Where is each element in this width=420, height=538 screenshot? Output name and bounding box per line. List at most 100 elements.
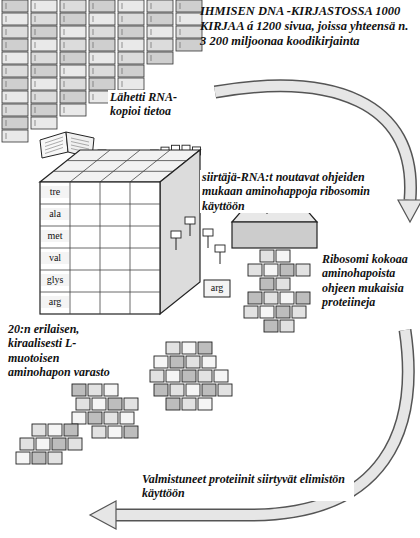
protein-block — [214, 370, 228, 382]
book — [2, 0, 28, 12]
book-text-line — [71, 145, 89, 149]
book-text-line — [45, 141, 63, 147]
protein-block — [150, 370, 164, 382]
storage-grid — [40, 226, 160, 227]
protein-block — [32, 452, 46, 464]
book — [118, 65, 144, 77]
ribosome-body — [232, 222, 317, 248]
book-spine — [6, 55, 7, 61]
protein-block — [48, 452, 62, 464]
book-spine — [64, 94, 65, 100]
protein-block — [276, 250, 290, 262]
storage-grid — [40, 204, 160, 205]
book — [31, 78, 57, 90]
protein-block — [276, 278, 290, 290]
book — [147, 13, 173, 25]
storage-side — [160, 150, 200, 314]
protein-block — [166, 342, 180, 354]
book — [118, 39, 144, 51]
protein-block — [260, 278, 274, 290]
protein-block — [36, 438, 50, 450]
protein-block — [296, 292, 310, 304]
book-spine — [6, 68, 7, 74]
book — [2, 52, 28, 64]
book-spine — [6, 29, 7, 35]
book-spine — [93, 3, 94, 9]
trna-flag — [215, 245, 225, 252]
book-spine — [64, 81, 65, 87]
protein-block — [88, 412, 102, 424]
book — [31, 26, 57, 38]
book — [89, 39, 115, 51]
return-arrow — [116, 330, 408, 515]
protein-block — [154, 384, 168, 396]
protein-block — [170, 384, 184, 396]
cycle-arrow-head — [398, 200, 420, 222]
book — [147, 52, 173, 64]
storage-grid — [40, 292, 160, 293]
book-spine — [122, 42, 123, 48]
block-label: arg — [205, 282, 229, 294]
trna-stick — [208, 236, 209, 248]
protein-block — [124, 398, 138, 410]
book-spine — [93, 55, 94, 61]
book — [60, 39, 86, 51]
book-spine — [35, 107, 36, 113]
compartment-label: glys — [41, 274, 69, 286]
book — [2, 65, 28, 77]
book-spine — [6, 107, 7, 113]
book-spine — [93, 94, 94, 100]
protein-block — [202, 384, 216, 396]
book-spine — [35, 68, 36, 74]
book-text-line — [45, 144, 63, 150]
book — [118, 13, 144, 25]
protein-block — [72, 384, 86, 396]
protein-block — [154, 356, 168, 368]
callout-label: Ribosomi kokoaa aminohapoista ohjeen muk… — [320, 252, 420, 310]
protein-block — [32, 424, 46, 436]
book — [31, 117, 57, 129]
book — [118, 26, 144, 38]
title: IHMISEN DNA -KIRJASTOSSA 1000 KIRJAA á 1… — [200, 4, 412, 49]
book-spine — [6, 133, 7, 139]
book — [2, 39, 28, 51]
protein-block — [260, 306, 274, 318]
book — [89, 26, 115, 38]
protein-block — [120, 412, 134, 424]
book — [31, 0, 57, 12]
book — [31, 65, 57, 77]
book-spine — [93, 16, 94, 22]
book-spine — [93, 81, 94, 87]
book-spine — [35, 29, 36, 35]
book-spine — [6, 42, 7, 48]
protein-block — [104, 384, 118, 396]
book-spine — [122, 29, 123, 35]
book — [60, 0, 86, 12]
book — [60, 26, 86, 38]
storage-front — [40, 182, 160, 314]
book-spine — [151, 55, 152, 61]
book — [2, 130, 28, 142]
protein-block — [68, 438, 82, 450]
book-spine — [93, 42, 94, 48]
storage-grid — [40, 248, 160, 249]
protein-block — [264, 292, 278, 304]
book-spine — [180, 16, 181, 22]
protein-block — [264, 264, 278, 276]
book-text-line — [71, 138, 89, 142]
book — [118, 52, 144, 64]
book — [2, 91, 28, 103]
book-spine — [122, 81, 123, 87]
protein-block — [276, 306, 290, 318]
storage-grid — [67, 160, 187, 161]
storage-grid — [70, 150, 110, 182]
protein-block — [218, 384, 232, 396]
book-spine — [35, 55, 36, 61]
book-spine — [35, 42, 36, 48]
protein-block — [198, 398, 212, 410]
protein-block — [248, 292, 262, 304]
book — [60, 52, 86, 64]
protein-block — [88, 384, 102, 396]
amino-block — [204, 280, 230, 297]
book-spine — [151, 3, 152, 9]
